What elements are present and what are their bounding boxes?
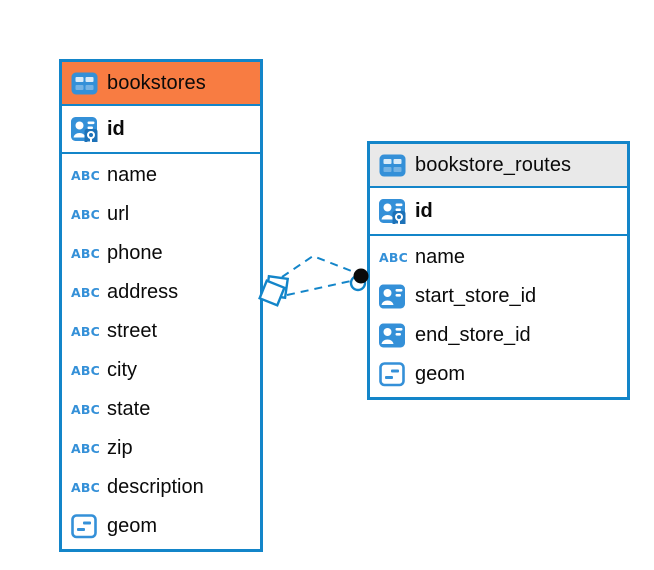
text-type-icon: ABC xyxy=(71,246,100,261)
column-row[interactable]: ABC description xyxy=(62,468,260,507)
column-row[interactable]: end_store_id xyxy=(370,316,627,355)
column-name: name xyxy=(107,164,158,186)
text-type-icon: ABC xyxy=(71,324,100,339)
foreign-key-icon xyxy=(379,284,406,309)
geometry-type-icon xyxy=(379,362,406,387)
column-row[interactable]: geom xyxy=(370,355,627,394)
table-name: bookstore_routes xyxy=(415,153,572,176)
table-name: bookstores xyxy=(107,71,206,94)
column-name: phone xyxy=(107,242,163,264)
table-icon xyxy=(71,71,98,96)
many-end-squares-marker[interactable] xyxy=(258,274,290,307)
column-list: ABC name start_store_id end_store_id geo… xyxy=(370,236,627,397)
primary-key-row[interactable]: id xyxy=(370,188,627,236)
column-row[interactable]: ABC name xyxy=(370,238,627,277)
table-icon xyxy=(379,153,406,178)
geometry-type-icon xyxy=(71,514,98,539)
column-name: url xyxy=(107,203,130,225)
column-name: end_store_id xyxy=(415,324,531,346)
primary-key-row[interactable]: id xyxy=(62,106,260,154)
table-header-bookstores[interactable]: bookstores xyxy=(62,62,260,106)
column-row[interactable]: ABC address xyxy=(62,273,260,312)
column-name: geom xyxy=(415,363,466,385)
column-row[interactable]: ABC state xyxy=(62,390,260,429)
foreign-key-icon xyxy=(379,323,406,348)
column-row[interactable]: ABC name xyxy=(62,156,260,195)
column-list: ABC name ABC url ABC phone ABC address A… xyxy=(62,154,260,549)
table-bookstores[interactable]: bookstores id ABC name ABC url ABC phone… xyxy=(59,59,263,552)
column-name: geom xyxy=(107,515,158,537)
column-name: id xyxy=(107,117,125,140)
column-name: street xyxy=(107,320,158,342)
column-name: state xyxy=(107,398,151,420)
column-name: name xyxy=(415,246,466,268)
table-header-bookstore-routes[interactable]: bookstore_routes xyxy=(370,144,627,188)
text-type-icon: ABC xyxy=(71,207,100,222)
column-row[interactable]: ABC url xyxy=(62,195,260,234)
column-row[interactable]: start_store_id xyxy=(370,277,627,316)
text-type-icon: ABC xyxy=(71,480,100,495)
column-name: start_store_id xyxy=(415,285,537,307)
column-name: description xyxy=(107,476,204,498)
relationship-line-upper[interactable] xyxy=(281,254,355,278)
column-name: zip xyxy=(107,437,133,459)
column-name: id xyxy=(415,199,433,222)
column-row[interactable]: ABC phone xyxy=(62,234,260,273)
column-row[interactable]: ABC street xyxy=(62,312,260,351)
text-type-icon: ABC xyxy=(71,168,100,183)
column-name: address xyxy=(107,281,179,303)
relationship-line-lower[interactable] xyxy=(286,280,352,296)
column-name: city xyxy=(107,359,137,381)
primary-key-icon xyxy=(379,199,406,224)
column-row[interactable]: ABC zip xyxy=(62,429,260,468)
primary-key-icon xyxy=(71,117,98,142)
text-type-icon: ABC xyxy=(71,441,100,456)
text-type-icon: ABC xyxy=(71,285,100,300)
column-row[interactable]: ABC city xyxy=(62,351,260,390)
column-row[interactable]: geom xyxy=(62,507,260,546)
text-type-icon: ABC xyxy=(379,250,408,265)
table-bookstore-routes[interactable]: bookstore_routes id ABC name start_store… xyxy=(367,141,630,400)
text-type-icon: ABC xyxy=(71,402,100,417)
text-type-icon: ABC xyxy=(71,363,100,378)
one-end-dot-marker[interactable] xyxy=(349,268,369,292)
